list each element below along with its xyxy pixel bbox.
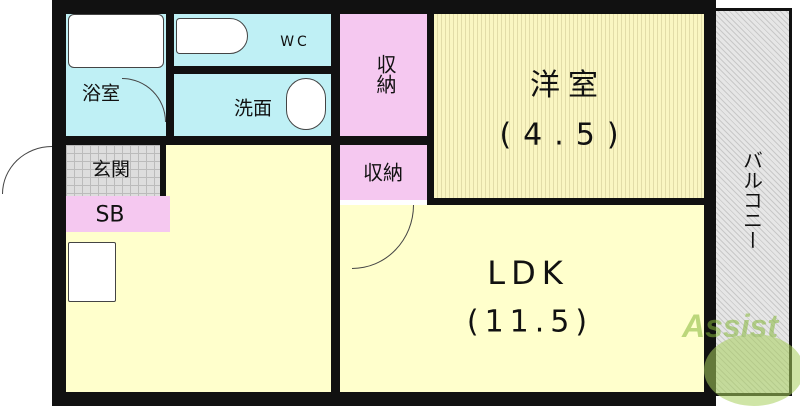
wall-left — [52, 0, 66, 406]
wall-storage — [340, 136, 434, 145]
wall-center — [331, 14, 340, 392]
entrance-area — [66, 145, 160, 196]
wall-western-bottom — [434, 198, 704, 205]
storage-1 — [340, 14, 427, 136]
logo-text: Assist — [682, 308, 779, 344]
balcony — [716, 8, 792, 396]
wall-right — [704, 0, 716, 406]
wall-top — [52, 0, 716, 14]
label-washroom: 洗面 — [233, 97, 273, 120]
wall-entrance — [160, 145, 166, 196]
label-balcony: バルコニー — [739, 150, 764, 250]
entrance-door-swing — [2, 146, 52, 194]
label-ldk-size: (11.5) — [466, 304, 594, 340]
label-bath: 浴室 — [81, 82, 121, 105]
label-shoe-box: SB — [95, 202, 125, 228]
bathtub — [68, 14, 164, 68]
label-wc: WC — [280, 34, 310, 50]
label-ldk: LDK — [487, 254, 569, 292]
toilet — [176, 18, 248, 54]
wall-wash-bottom — [66, 136, 340, 145]
western-room — [434, 14, 704, 198]
wall-bottom — [52, 392, 716, 406]
shoe-box — [66, 196, 170, 232]
wall-wc-wash — [174, 66, 331, 74]
wash-basin — [286, 78, 326, 130]
wall-storage-right — [427, 14, 434, 205]
logo-green-leaf-icon — [704, 334, 800, 406]
label-entrance: 玄関 — [91, 158, 131, 181]
storage-2 — [340, 145, 427, 200]
label-western-room: 洋室 — [530, 68, 606, 103]
wall-bath-wc — [166, 14, 174, 144]
assist-logo-watermark: Assist — [682, 294, 800, 406]
kitchen-sink — [68, 242, 116, 302]
label-storage-2: 収納 — [363, 160, 403, 185]
label-storage-1: 収納 — [373, 54, 397, 94]
label-western-room-size: (4.5) — [499, 117, 631, 153]
